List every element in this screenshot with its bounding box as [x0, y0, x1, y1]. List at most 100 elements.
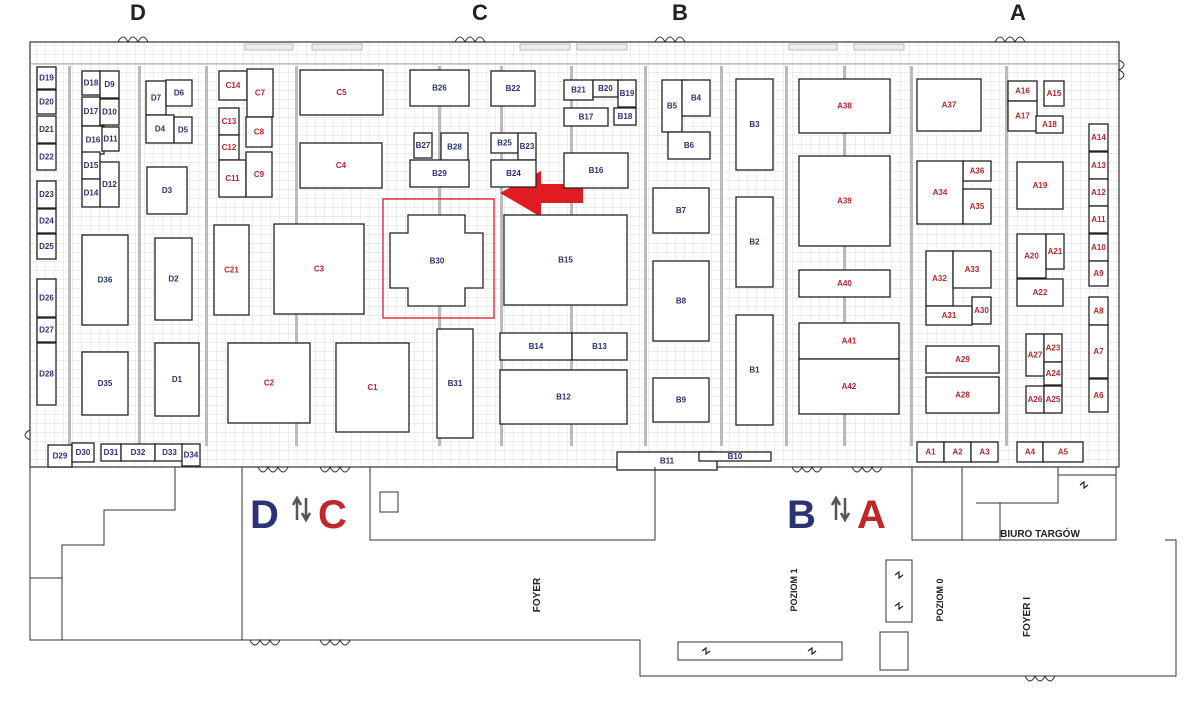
stand-D22[interactable]: D22 — [36, 143, 57, 171]
stand-D28[interactable]: D28 — [36, 342, 57, 406]
stand-B6[interactable]: B6 — [667, 131, 711, 160]
stand-B18[interactable]: B18 — [613, 107, 637, 126]
stand-C5[interactable]: C5 — [299, 69, 384, 116]
stand-A26[interactable]: A26 — [1025, 385, 1045, 414]
stand-A22[interactable]: A22 — [1016, 278, 1064, 307]
stand-C8[interactable]: C8 — [245, 116, 273, 148]
stand-B12[interactable]: B12 — [499, 369, 628, 425]
stand-A21[interactable]: A21 — [1045, 233, 1065, 270]
stand-A8[interactable]: A8 — [1088, 296, 1109, 326]
stand-B5[interactable]: B5 — [661, 79, 683, 133]
stand-C2[interactable]: C2 — [227, 342, 311, 424]
stand-A18[interactable]: A18 — [1035, 115, 1064, 134]
stand-A29[interactable]: A29 — [925, 345, 1000, 374]
stand-C9[interactable]: C9 — [245, 151, 273, 198]
stand-A23[interactable]: A23 — [1043, 333, 1063, 363]
stand-A20[interactable]: A20 — [1016, 233, 1047, 279]
stand-A35[interactable]: A35 — [962, 188, 992, 225]
stand-B15[interactable]: B15 — [503, 214, 628, 306]
stand-D14[interactable]: D14 — [81, 178, 101, 208]
stand-B19[interactable]: B19 — [617, 79, 637, 108]
stand-A17[interactable]: A17 — [1007, 100, 1038, 132]
stand-B9[interactable]: B9 — [652, 377, 710, 423]
stand-A33[interactable]: A33 — [952, 250, 992, 289]
stand-A13[interactable]: A13 — [1088, 151, 1109, 180]
stand-D15[interactable]: D15 — [81, 151, 101, 180]
stand-B1[interactable]: B1 — [735, 314, 774, 426]
stand-A15[interactable]: A15 — [1043, 80, 1065, 107]
stand-A39[interactable]: A39 — [798, 155, 891, 247]
stand-B7[interactable]: B7 — [652, 187, 710, 234]
stand-D21[interactable]: D21 — [36, 115, 57, 144]
stand-D30[interactable]: D30 — [71, 442, 95, 463]
stand-D9[interactable]: D9 — [99, 70, 120, 99]
stand-D11[interactable]: D11 — [101, 126, 120, 152]
stand-C21[interactable]: C21 — [213, 224, 250, 316]
stand-B22[interactable]: B22 — [490, 70, 536, 107]
stand-B4[interactable]: B4 — [681, 79, 711, 117]
stand-D23[interactable]: D23 — [36, 180, 57, 209]
stand-B11[interactable]: B11 — [616, 451, 718, 471]
stand-A41[interactable]: A41 — [798, 322, 900, 360]
stand-D36[interactable]: D36 — [81, 234, 129, 326]
stand-D3[interactable]: D3 — [146, 166, 188, 215]
stand-A5[interactable]: A5 — [1042, 441, 1084, 463]
stand-A14[interactable]: A14 — [1088, 123, 1109, 152]
stand-A3[interactable]: A3 — [970, 441, 999, 463]
stand-A19[interactable]: A19 — [1016, 161, 1064, 210]
stand-D32[interactable]: D32 — [120, 443, 156, 462]
stand-C1[interactable]: C1 — [335, 342, 410, 433]
stand-D18[interactable]: D18 — [81, 70, 101, 96]
stand-C7[interactable]: C7 — [246, 68, 274, 118]
stand-D26[interactable]: D26 — [36, 278, 57, 318]
stand-B30[interactable]: B30 — [389, 214, 484, 307]
stand-A34[interactable]: A34 — [916, 160, 964, 225]
stand-A36[interactable]: A36 — [962, 160, 992, 182]
stand-C3[interactable]: C3 — [273, 223, 365, 315]
stand-B10[interactable]: B10 — [698, 451, 772, 462]
stand-C13[interactable]: C13 — [218, 107, 240, 136]
stand-B24[interactable]: B24 — [490, 159, 537, 188]
stand-C14[interactable]: C14 — [218, 70, 248, 101]
stand-A30[interactable]: A30 — [971, 296, 992, 325]
stand-B2[interactable]: B2 — [735, 196, 774, 288]
stand-B17[interactable]: B17 — [563, 107, 609, 127]
stand-D31[interactable]: D31 — [100, 443, 122, 462]
stand-A11[interactable]: A11 — [1088, 205, 1109, 234]
stand-D10[interactable]: D10 — [99, 98, 120, 126]
stand-A2[interactable]: A2 — [943, 441, 972, 463]
stand-A38[interactable]: A38 — [798, 78, 891, 134]
stand-D7[interactable]: D7 — [145, 80, 167, 116]
stand-B25[interactable]: B25 — [490, 132, 519, 154]
stand-D1[interactable]: D1 — [154, 342, 200, 417]
stand-A40[interactable]: A40 — [798, 269, 891, 298]
stand-A24[interactable]: A24 — [1043, 361, 1063, 386]
stand-B16[interactable]: B16 — [563, 152, 629, 189]
stand-A37[interactable]: A37 — [916, 78, 982, 132]
stand-A31[interactable]: A31 — [925, 305, 973, 326]
stand-A28[interactable]: A28 — [925, 376, 1000, 414]
stand-A12[interactable]: A12 — [1088, 178, 1109, 207]
stand-A27[interactable]: A27 — [1025, 333, 1045, 377]
stand-D29[interactable]: D29 — [47, 444, 73, 468]
stand-D27[interactable]: D27 — [36, 317, 57, 343]
stand-B29[interactable]: B29 — [409, 159, 470, 188]
stand-C4[interactable]: C4 — [299, 142, 383, 189]
stand-B3[interactable]: B3 — [735, 78, 774, 171]
stand-A25[interactable]: A25 — [1043, 385, 1063, 414]
stand-D35[interactable]: D35 — [81, 351, 129, 416]
stand-D5[interactable]: D5 — [173, 116, 193, 144]
stand-D16[interactable]: D16 — [81, 125, 105, 155]
stand-C12[interactable]: C12 — [218, 134, 240, 161]
stand-B31[interactable]: B31 — [436, 328, 474, 439]
stand-D34[interactable]: D34 — [181, 443, 201, 467]
stand-D2[interactable]: D2 — [154, 237, 193, 321]
stand-D33[interactable]: D33 — [154, 443, 185, 462]
stand-B26[interactable]: B26 — [409, 69, 470, 107]
stand-D19[interactable]: D19 — [36, 66, 57, 90]
stand-A7[interactable]: A7 — [1088, 324, 1109, 379]
stand-A42[interactable]: A42 — [798, 358, 900, 415]
stand-B13[interactable]: B13 — [571, 332, 628, 361]
stand-A6[interactable]: A6 — [1088, 378, 1109, 413]
stand-A1[interactable]: A1 — [916, 441, 945, 463]
